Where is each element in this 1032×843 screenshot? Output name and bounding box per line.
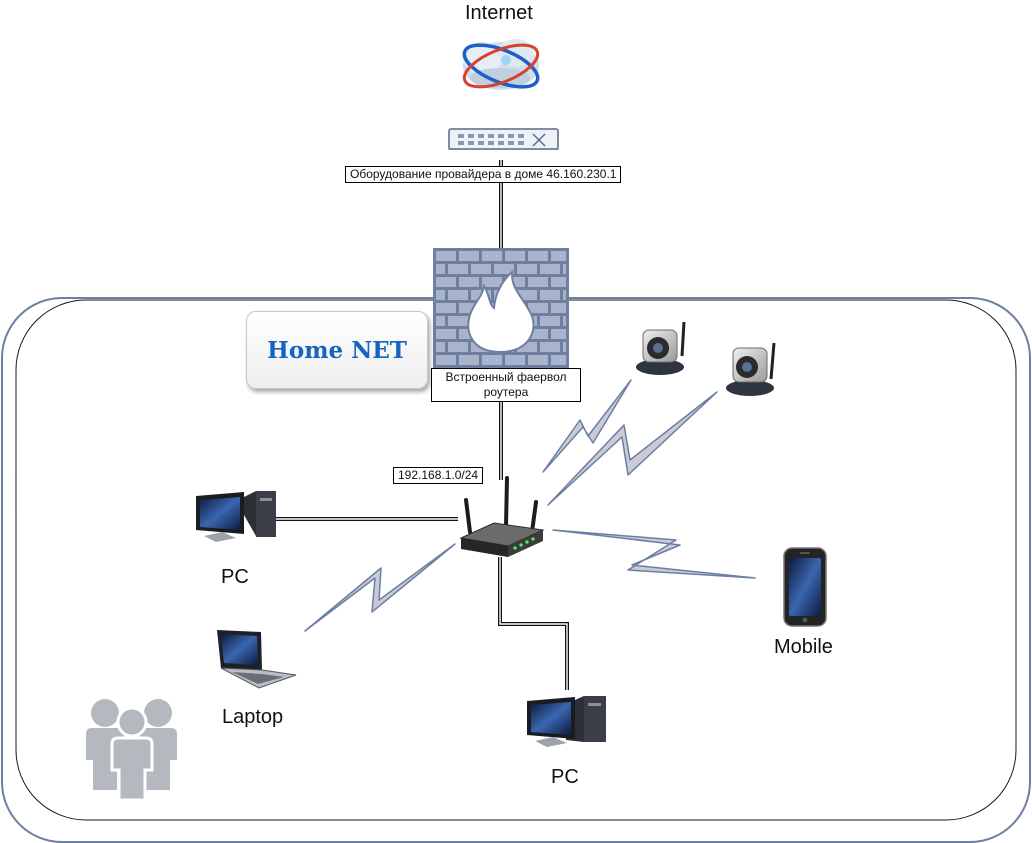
cloud-globe-icon [462, 39, 540, 90]
wireless-link-camera-1 [542, 379, 632, 473]
wireless-link-mobile [552, 529, 756, 579]
switch-icon [447, 128, 560, 150]
mobile-label: Mobile [774, 636, 833, 658]
isp-equipment-label: Оборудование провайдера в доме 46.160.23… [345, 166, 622, 183]
wireless-links [304, 379, 756, 632]
home-net-title: Home NET [246, 311, 428, 389]
desktop-pc-icon [196, 491, 276, 542]
users-group-icon [86, 699, 177, 802]
pc-left-label: PC [221, 566, 249, 588]
laptop-label: Laptop [222, 706, 284, 728]
ip-camera-icon [636, 321, 686, 375]
laptop-icon [217, 630, 297, 689]
pc-bottom-label: PC [551, 766, 579, 788]
firewall-icon [433, 248, 569, 368]
lan-subnet-label: 192.168.1.0/24 [393, 467, 484, 484]
smartphone-icon [783, 547, 827, 627]
desktop-pc-icon [527, 696, 606, 747]
firewall-label: Встроенный фаервол роутера [431, 368, 581, 402]
wifi-router-icon [459, 476, 545, 557]
ip-camera-icon [726, 342, 776, 396]
wireless-link-camera-2 [547, 391, 718, 506]
wireless-link-laptop [304, 543, 456, 632]
internet-label: Internet [465, 2, 533, 24]
wired-links [276, 160, 569, 690]
